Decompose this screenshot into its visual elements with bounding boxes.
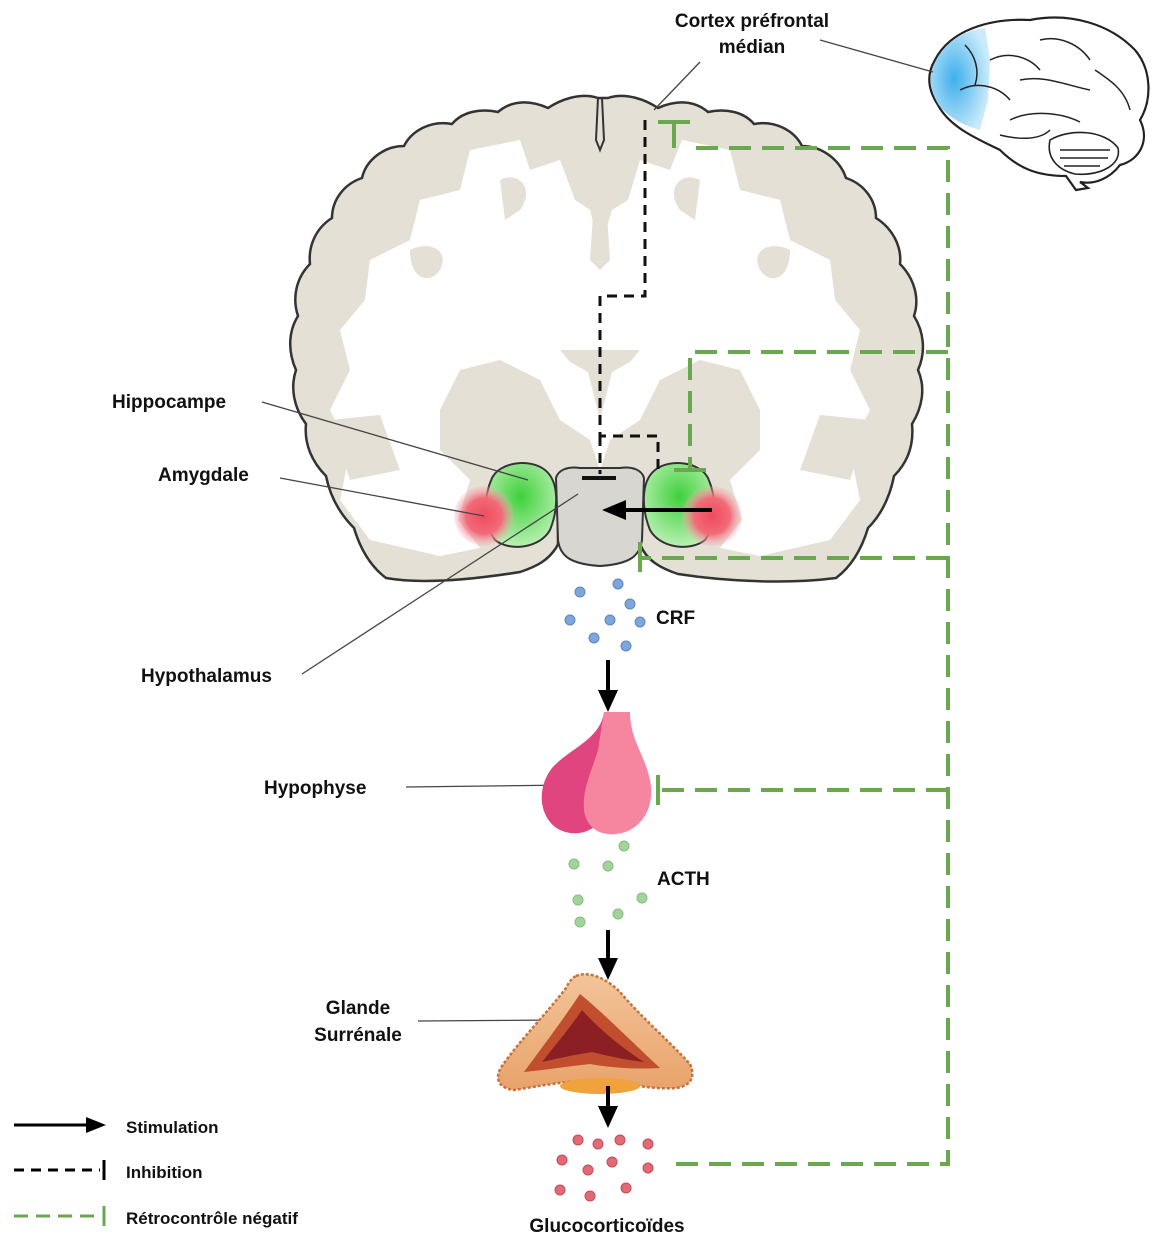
label-glande-line2: Surrénale [314, 1025, 402, 1046]
leader-cortex-brain [820, 40, 933, 72]
legend-inhibition: Inhibition [14, 1160, 202, 1182]
label-hypothalamus: Hypothalamus [141, 666, 272, 687]
label-glucocorticoides: Glucocorticoïdes [529, 1216, 684, 1237]
adrenal-cap [560, 1078, 640, 1094]
label-glande-line1: Glande [326, 998, 390, 1019]
stimulation-acth-arrow [598, 930, 618, 980]
label-acth: ACTH [657, 869, 710, 890]
legend: Stimulation Inhibition Rétrocontrôle nég… [14, 1117, 298, 1228]
label-cortex-line2: médian [719, 37, 786, 58]
pituitary-light-lobe [584, 712, 652, 834]
amygdala-right [682, 486, 742, 546]
label-hippocampe: Hippocampe [112, 392, 226, 413]
legend-inhibition-label: Inhibition [126, 1163, 202, 1182]
label-amygdale: Amygdale [158, 465, 249, 486]
legend-feedback-label: Rétrocontrôle négatif [126, 1209, 298, 1228]
label-crf: CRF [656, 608, 695, 629]
acth-particles [569, 841, 647, 927]
label-hypophyse: Hypophyse [264, 778, 366, 799]
pituitary-gland [542, 712, 652, 834]
glucocorticoid-particles [555, 1135, 653, 1201]
legend-stimulation: Stimulation [14, 1117, 219, 1137]
lateral-brain-illustration [929, 18, 1148, 190]
adrenal-gland [498, 974, 692, 1094]
prefrontal-highlight [931, 28, 990, 130]
legend-stimulation-label: Stimulation [126, 1118, 219, 1137]
legend-feedback: Rétrocontrôle négatif [14, 1206, 298, 1228]
label-cortex-line1: Cortex préfrontal [675, 11, 829, 32]
hypothalamus [556, 467, 644, 566]
cerebellum [1049, 132, 1118, 174]
stimulation-crf-arrow [598, 660, 618, 712]
crf-particles [565, 579, 645, 651]
